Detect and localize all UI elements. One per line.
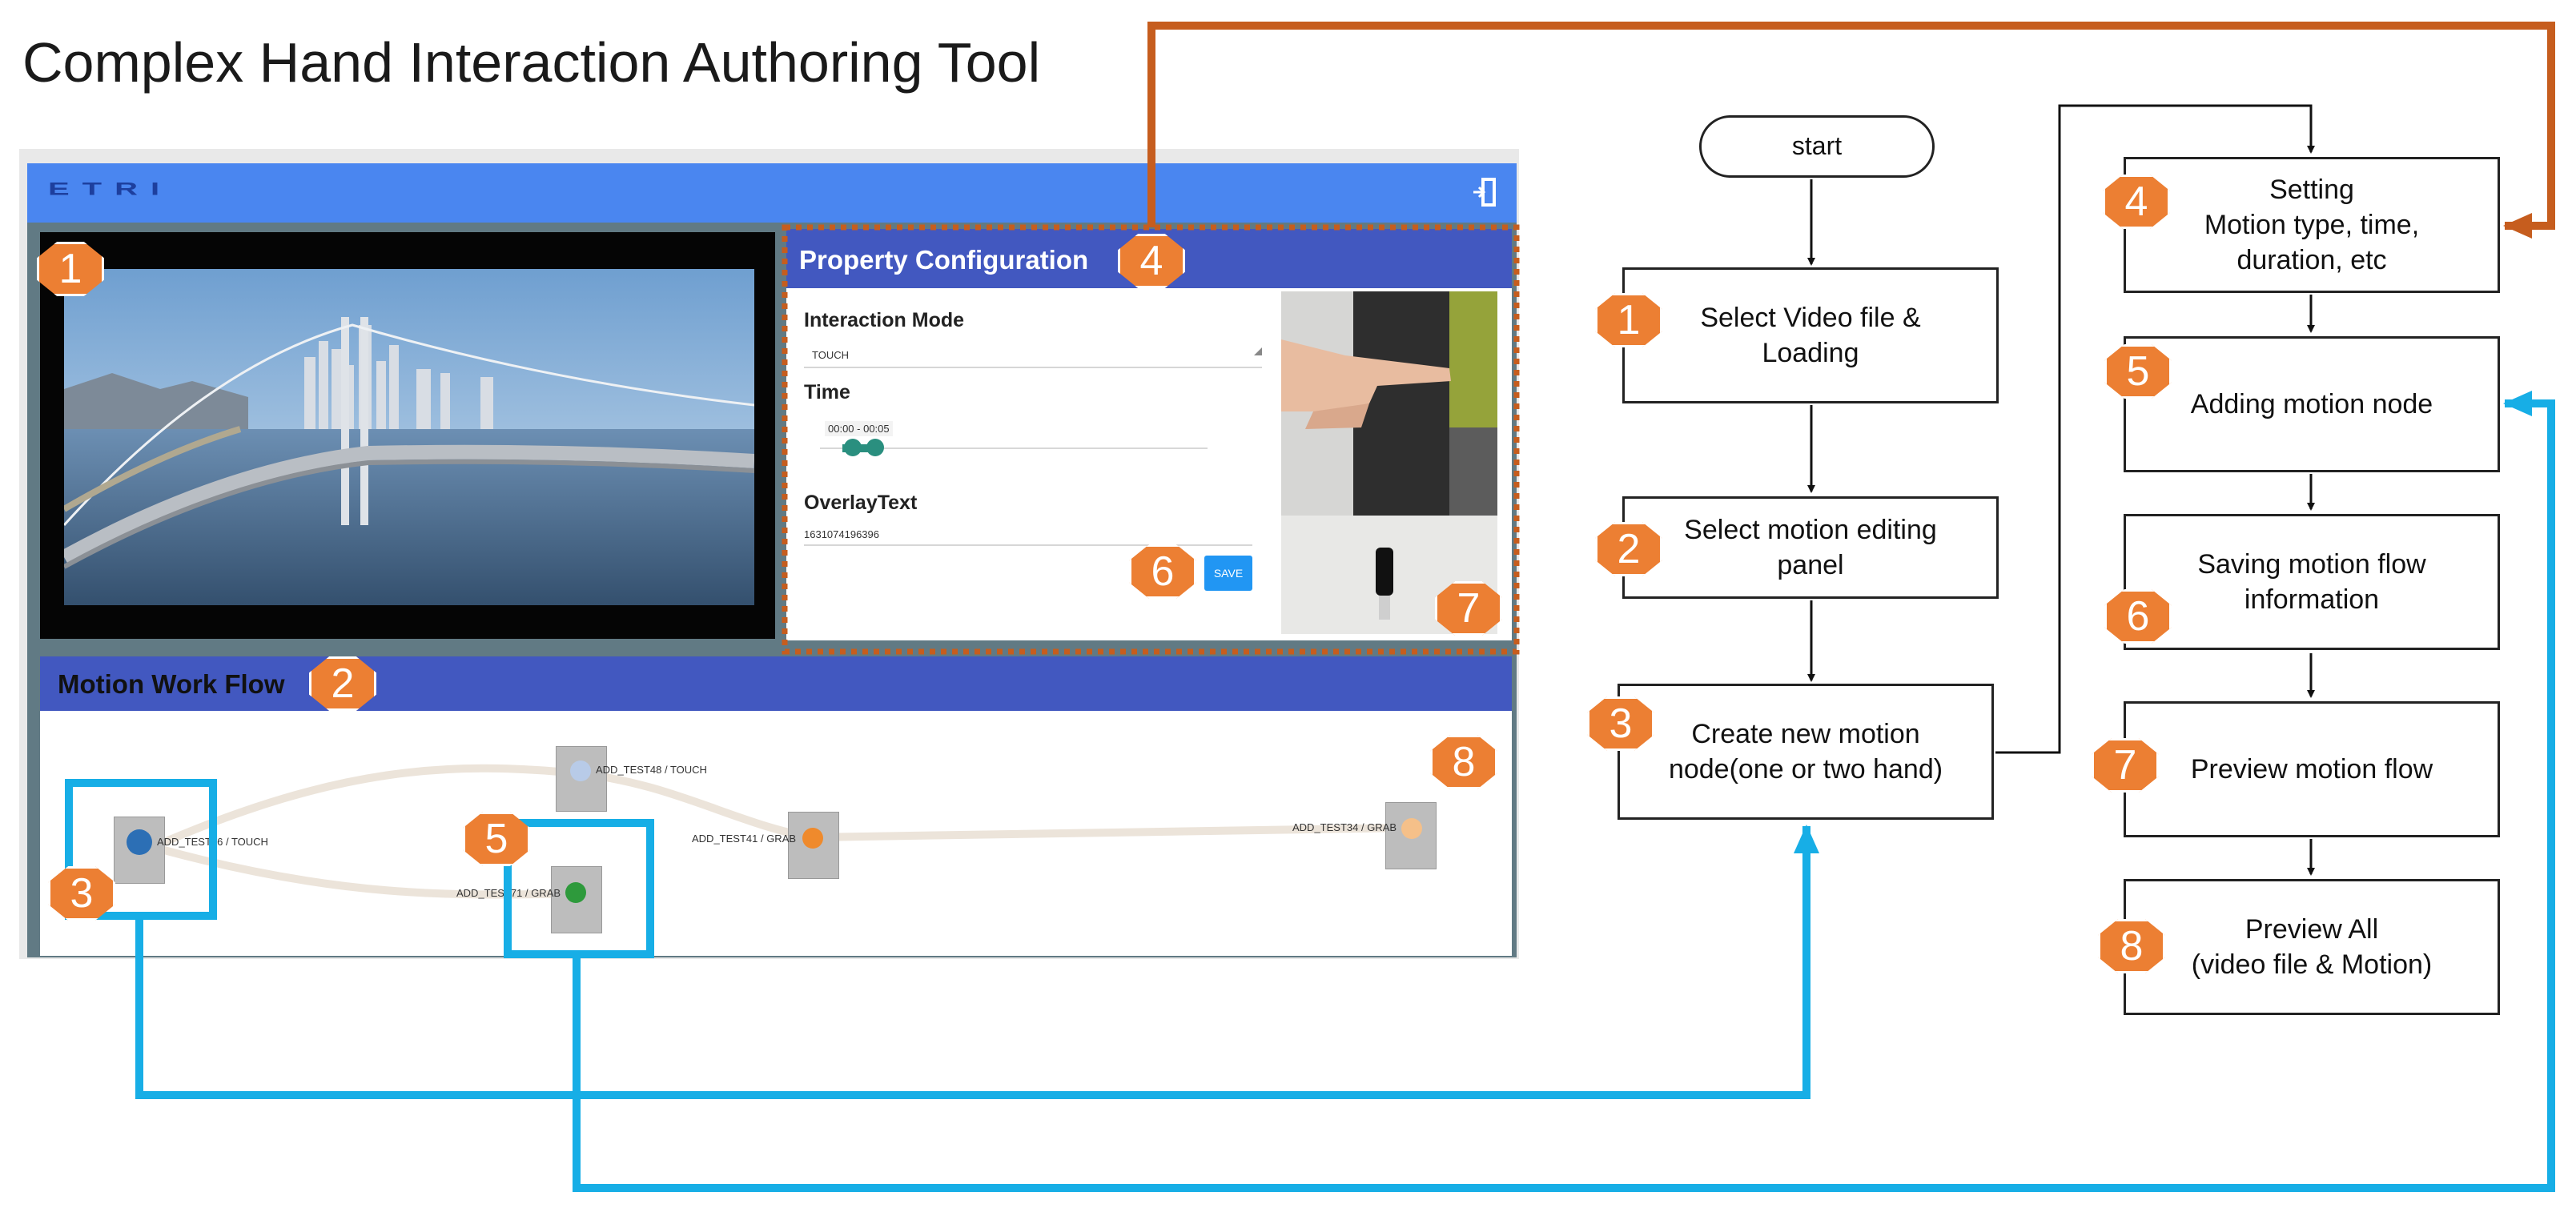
save-button[interactable]: SAVE [1204,556,1252,591]
flowchart-badge-5: 5 [2104,344,2172,399]
workflow-node-1-dot [127,829,152,855]
flowchart-start: start [1699,115,1935,178]
badge-3: 3 [48,866,115,921]
time-slider-start-handle[interactable] [844,439,862,456]
overlay-text-underline [804,544,1252,546]
flowchart-step-4: Setting Motion type, time, duration, etc [2124,157,2500,293]
flowchart-badge-6: 6 [2104,589,2172,644]
flowchart-step-7: Preview motion flow [2124,701,2500,837]
flowchart-step-8: Preview All (video file & Motion) [2124,879,2500,1015]
flowchart-step-6: Saving motion flow information [2124,514,2500,650]
overlay-text-input[interactable]: 1631074196396 [804,528,879,540]
dropdown-arrow-icon[interactable] [1254,347,1262,355]
workflow-node-2-label: ADD_TEST48 / TOUCH [596,764,707,776]
interaction-mode-label: Interaction Mode [804,309,965,331]
etri-logo: ETRI [48,179,173,199]
badge-7: 7 [1435,581,1502,636]
flowchart-step-3: Create new motion node(one or two hand) [1618,684,1994,820]
time-slider-end-handle[interactable] [866,439,884,456]
interaction-mode-select[interactable]: TOUCH [812,349,849,361]
interaction-mode-underline [804,367,1262,368]
overlay-text-label: OverlayText [804,492,918,514]
badge-1: 1 [37,242,104,296]
workflow-node-4-dot [802,828,823,849]
page-title: Complex Hand Interaction Authoring Tool [22,31,1041,94]
badge-2: 2 [309,656,376,711]
badge-4: 4 [1118,234,1185,288]
time-range-tooltip: 00:00 - 00:05 [825,421,893,436]
flowchart-badge-7: 7 [2092,738,2159,793]
badge-8: 8 [1430,735,1497,789]
flowchart-badge-4: 4 [2103,175,2170,229]
exit-icon[interactable] [1472,176,1499,208]
flowchart-badge-8: 8 [2098,919,2165,973]
badge-6: 6 [1129,544,1196,599]
flowchart-badge-3: 3 [1587,696,1654,751]
workflow-node-3-dot [565,882,586,903]
workflow-node-2-dot [570,761,591,781]
workflow-node-4-label: ADD_TEST41 / GRAB [692,833,797,845]
badge-5: 5 [463,812,530,866]
flowchart-step-2: Select motion editing panel [1622,496,1999,599]
property-panel-title: Property Configuration [799,245,1089,275]
time-slider-track[interactable] [820,447,1208,449]
time-label: Time [804,381,850,403]
flowchart-step-1: Select Video file & Loading [1622,267,1999,403]
flowchart-badge-1: 1 [1595,293,1662,347]
workflow-node-5-dot [1401,818,1422,839]
video-frame-bridge-image [60,269,755,605]
motion-workflow-title: Motion Work Flow [58,669,285,699]
flowchart-step-5: Adding motion node [2124,336,2500,472]
flowchart-badge-2: 2 [1595,522,1662,576]
motion-workflow-header [40,656,1512,711]
workflow-node-5-label: ADD_TEST34 / GRAB [1292,821,1397,833]
app-top-bar [27,163,1517,223]
